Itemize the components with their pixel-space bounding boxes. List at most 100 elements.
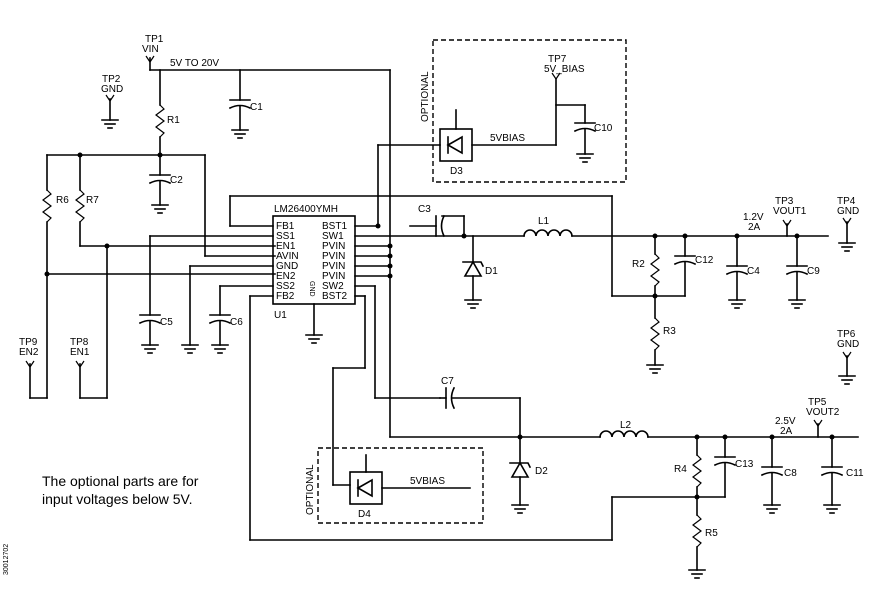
l2-label: L2 xyxy=(620,420,632,431)
note-text: The optional parts are for input voltage… xyxy=(42,473,199,507)
c2-capacitor: C2 xyxy=(148,154,276,257)
d3-label: D3 xyxy=(450,166,463,177)
vout2-current: 2A xyxy=(780,426,793,437)
optional-block-d4: OPTIONAL 5VBIAS D4 xyxy=(305,447,484,524)
r2-label: R2 xyxy=(632,259,645,270)
c10-label: C10 xyxy=(594,123,613,134)
avin-gnd xyxy=(181,344,199,354)
note-line-2: input voltages below 5V. xyxy=(42,491,192,507)
vin-range-label: 5V TO 20V xyxy=(170,58,219,69)
tp6-net: GND xyxy=(837,339,859,350)
d4-label: D4 xyxy=(358,509,371,520)
l1-label: L1 xyxy=(538,216,550,227)
pin-gnd-bottom: GND xyxy=(308,281,315,297)
tp3-net: VOUT1 xyxy=(773,206,807,217)
bias-net-label-2: 5VBIAS xyxy=(410,476,445,487)
tp6-label: TP6 xyxy=(837,329,856,340)
u1-right-wires xyxy=(332,144,465,486)
tp4-label: TP4 xyxy=(837,196,856,207)
pin-sw1: SW1 xyxy=(322,231,344,242)
tp6-gnd-testpoint: TP6 GND xyxy=(837,329,859,385)
l2-inductor: L2 xyxy=(599,420,859,438)
tp5-net: VOUT2 xyxy=(806,407,840,418)
figure-id: 30012702 xyxy=(3,544,10,575)
c8-capacitor: C8 xyxy=(760,434,797,514)
c1-capacitor: C1 xyxy=(228,99,263,139)
c6-capacitor: C6 xyxy=(208,314,243,354)
d1-label: D1 xyxy=(485,266,498,277)
ch2-switch-node xyxy=(389,434,601,464)
c11-capacitor: C11 xyxy=(820,434,864,514)
pin-ss2: SS2 xyxy=(276,281,295,292)
c2-label: C2 xyxy=(170,175,183,186)
optional-block-d3: OPTIONAL 5VBIAS C10 D3 TP7 5V_BIAS xyxy=(420,39,627,183)
tp8-net: EN1 xyxy=(70,347,90,358)
u1-part-number: LM26400YMH xyxy=(274,204,338,215)
tp3-label: TP3 xyxy=(775,196,794,207)
d1-diode: D1 xyxy=(462,260,498,309)
c3-capacitor: C3 xyxy=(409,204,467,239)
c6-label: C6 xyxy=(230,317,243,328)
r7-label: R7 xyxy=(86,195,99,206)
tp9-net: EN2 xyxy=(19,347,39,358)
c13-label: C13 xyxy=(735,459,754,470)
tp7-label: TP7 xyxy=(548,54,567,65)
tp5-vout2-testpoint: TP5 VOUT2 2.5V 2A xyxy=(775,397,840,438)
c7-label: C7 xyxy=(441,376,454,387)
r4-label: R4 xyxy=(674,464,687,475)
ch1-feedback: R2 R3 C12 xyxy=(611,233,714,374)
pin-bst1: BST1 xyxy=(322,221,347,232)
u1-ic: LM26400YMH U1 FB1 SS1 EN1 AVIN GND EN2 S… xyxy=(272,204,356,344)
c9-capacitor: C9 xyxy=(785,233,820,309)
pin-avin: AVIN xyxy=(276,251,299,262)
tp5-label: TP5 xyxy=(808,397,827,408)
tp8-label: TP8 xyxy=(70,337,89,348)
r1-label: R1 xyxy=(167,115,180,126)
note-line-1: The optional parts are for xyxy=(42,473,199,489)
c5-capacitor: C5 xyxy=(138,314,173,354)
pin-ss1: SS1 xyxy=(276,231,295,242)
tp9-label: TP9 xyxy=(19,337,38,348)
vin-rail xyxy=(149,69,391,438)
optional-label-d4: OPTIONAL xyxy=(305,464,316,515)
tp2-label: TP2 xyxy=(102,74,121,85)
r6-label: R6 xyxy=(56,195,69,206)
vout2-voltage: 2.5V xyxy=(775,416,796,427)
l1-inductor: L1 xyxy=(523,216,829,237)
r3-label: R3 xyxy=(663,326,676,337)
pin-pvin-3: PVIN xyxy=(322,261,345,272)
r5-label: R5 xyxy=(705,528,718,539)
c3-label: C3 xyxy=(418,204,431,215)
ch2-feedback: R4 R5 C13 xyxy=(674,434,754,579)
pin-en2: EN2 xyxy=(276,271,296,282)
pin-bst2: BST2 xyxy=(322,291,347,302)
tp8-en1-testpoint: TP8 EN1 xyxy=(70,243,110,399)
pin-en1: EN1 xyxy=(276,241,296,252)
optional-label-d3: OPTIONAL xyxy=(420,71,431,122)
vout1-current: 2A xyxy=(748,222,761,233)
tp3-vout1-testpoint: TP3 VOUT1 1.2V 2A xyxy=(743,196,807,237)
tp2-net: GND xyxy=(101,84,123,95)
pin-gnd-left: GND xyxy=(276,261,298,272)
bias-net-label-1: 5VBIAS xyxy=(490,133,525,144)
r1-resistor: R1 xyxy=(155,104,180,176)
tp1-label: TP1 xyxy=(145,34,164,45)
u1-designator: U1 xyxy=(274,310,287,321)
tp2-gnd-testpoint: TP2 GND xyxy=(101,74,123,129)
c1-label: C1 xyxy=(250,102,263,113)
pin-fb2: FB2 xyxy=(276,291,295,302)
c7-capacitor: C7 xyxy=(439,376,521,438)
tp7-net: 5V_BIAS xyxy=(544,64,585,75)
tp4-net: GND xyxy=(837,206,859,217)
tp9-en2-testpoint: TP9 EN2 xyxy=(19,337,48,399)
c11-label: C11 xyxy=(846,468,864,479)
c8-label: C8 xyxy=(784,468,797,479)
c4-capacitor: C4 xyxy=(725,233,760,309)
tp4-gnd-testpoint: TP4 GND xyxy=(837,196,859,252)
tp1-vin-testpoint: TP1 VIN xyxy=(142,34,164,71)
enable-network: R6 R7 xyxy=(42,152,276,399)
tp1-net: VIN xyxy=(142,44,159,55)
d2-diode: D2 xyxy=(509,461,548,514)
